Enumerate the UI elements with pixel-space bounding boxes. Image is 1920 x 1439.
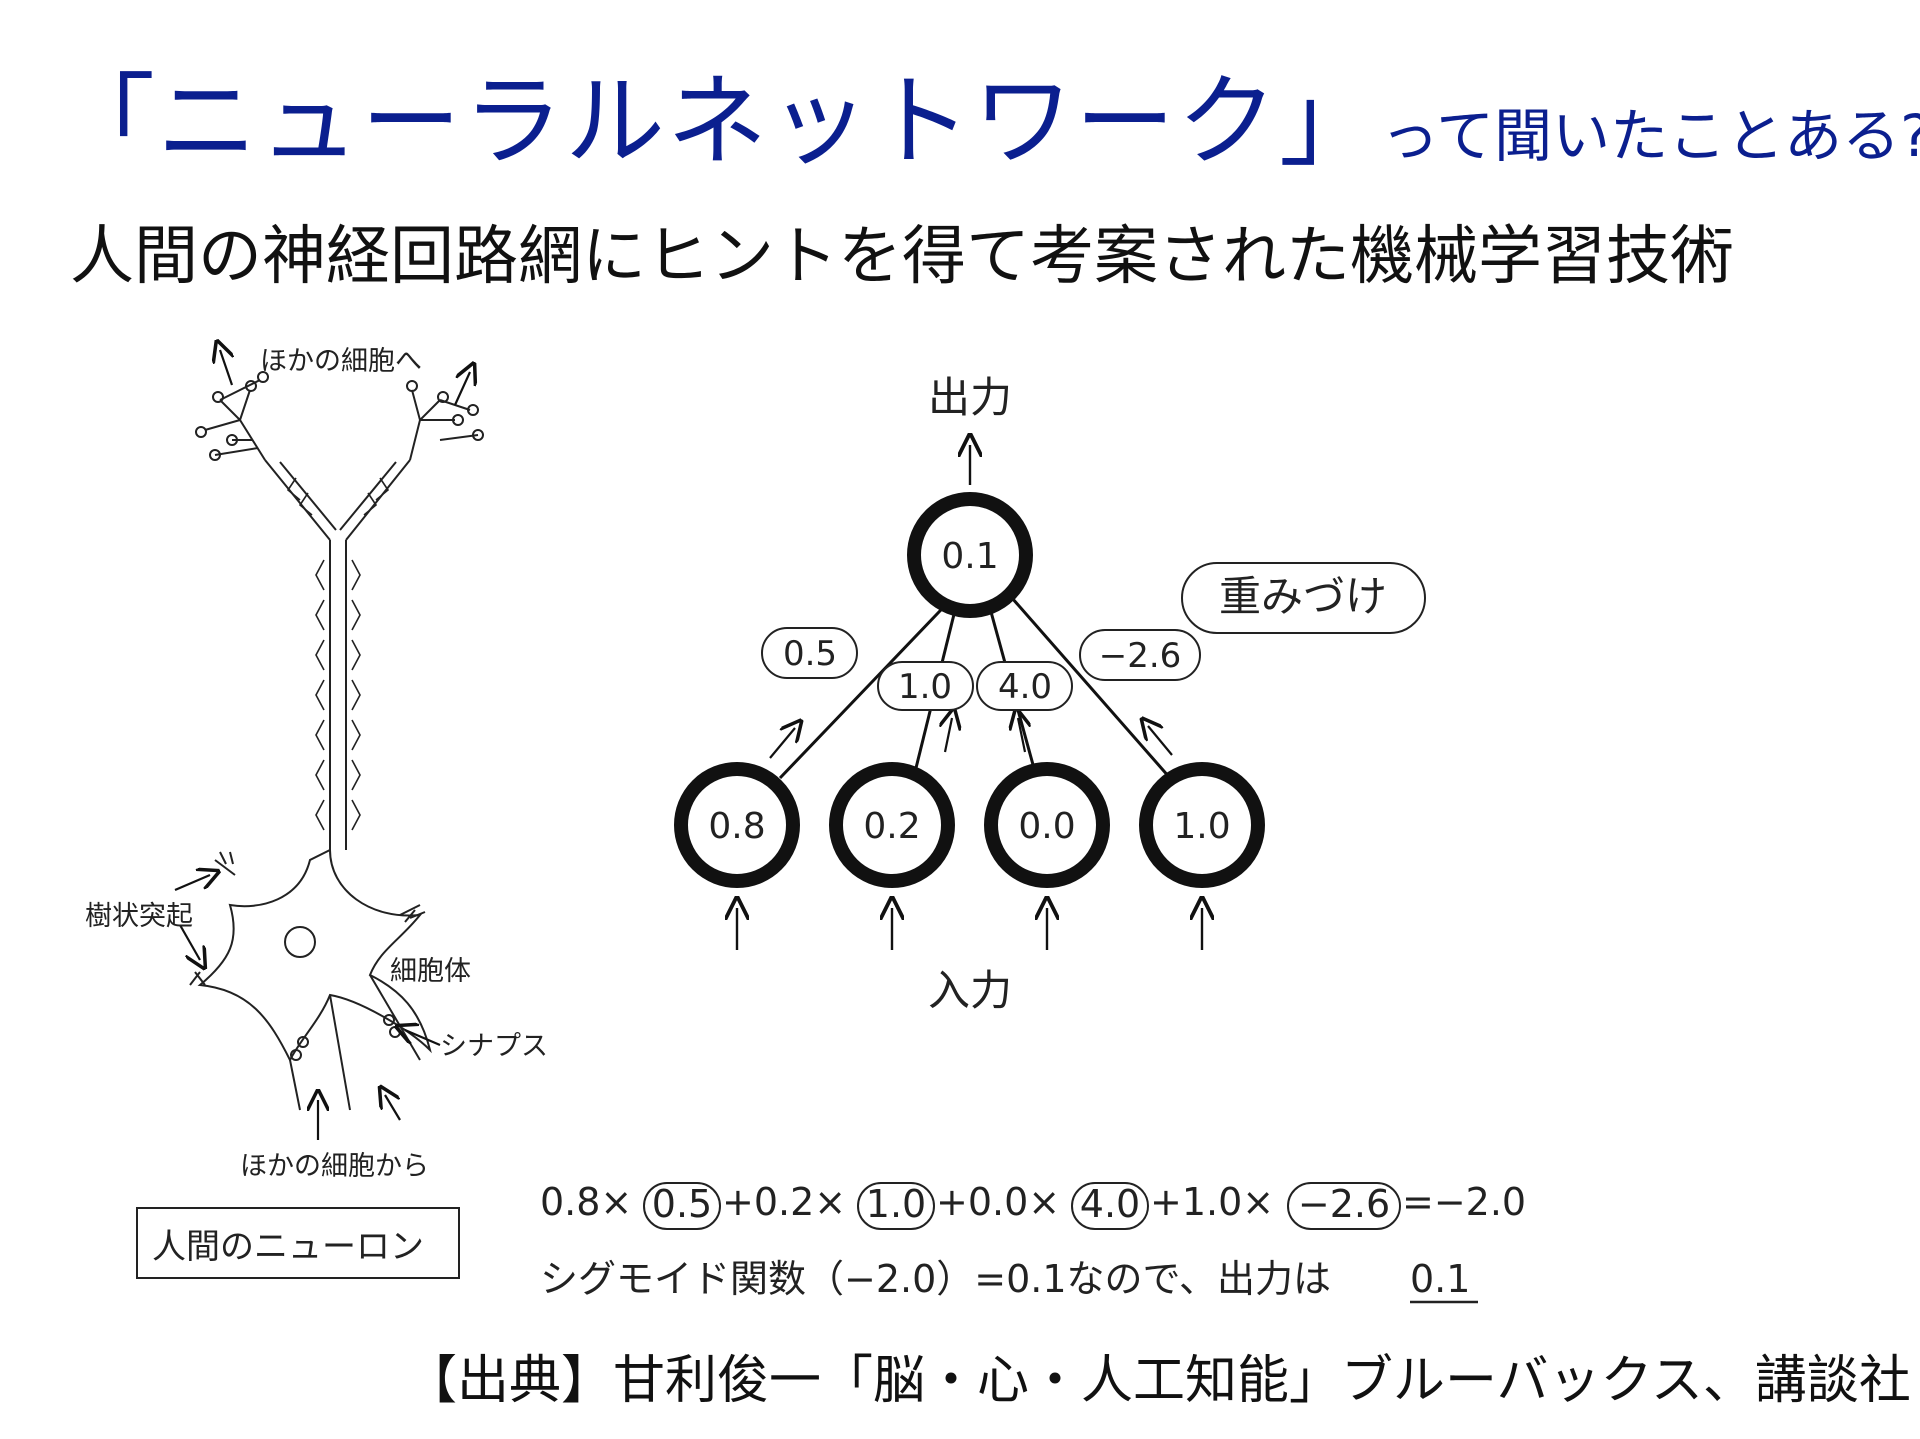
formula-weight-pill-2 — [857, 1182, 935, 1230]
formula-weight-2: 1.0 — [866, 1182, 926, 1226]
arrow-up-left — [220, 350, 232, 386]
arrow-dendrite-1 — [174, 875, 210, 892]
neuron-caption-box — [136, 1207, 460, 1279]
weight-value-3: 4.0 — [998, 667, 1052, 707]
formula-weight-4: −2.6 — [1298, 1182, 1390, 1226]
weights-label-pill — [1181, 562, 1426, 634]
weight-pill-4 — [1079, 629, 1201, 681]
input-value-1: 0.8 — [708, 806, 765, 847]
input-label: 入力 — [928, 966, 1012, 1015]
flow-arrow-1 — [769, 728, 795, 759]
neuron-arrows — [174, 350, 470, 1140]
weight-value-2: 1.0 — [898, 667, 952, 707]
myelin-sheath — [315, 559, 361, 831]
input-value-2: 0.2 — [863, 806, 920, 847]
neuron-labels: ほかの細胞へ 樹状突起 細胞体 シナプス ほかの細胞から — [85, 346, 548, 1182]
label-cell-body: 細胞体 — [390, 956, 471, 987]
weight-pills — [761, 562, 1426, 711]
page-title: 「ニューラルネットワーク」って聞いたことある? — [55, 40, 1920, 185]
weight-value-4: −2.6 — [1099, 636, 1182, 676]
neuron-illustration — [189, 371, 484, 1111]
title-suffix: って聞いたことある? — [1381, 102, 1920, 170]
formula-line-2: シグモイド関数（−2.0）=0.1なので、出力は 0.1 — [540, 1257, 1478, 1304]
weight-values: 0.5 1.0 4.0 −2.6 — [783, 634, 1181, 707]
network-connections — [778, 588, 1172, 780]
label-dendrite: 樹状突起 — [85, 901, 193, 932]
input-node-3 — [984, 762, 1110, 888]
flow-arrow-4 — [1148, 726, 1173, 756]
flow-arrow-3 — [1018, 718, 1025, 753]
formula-term-3: +0.0× — [936, 1180, 1060, 1224]
formula-term-2: +0.2× — [722, 1180, 846, 1224]
formula-sigmoid-text: シグモイド関数（−2.0）=0.1なので、出力は — [540, 1257, 1331, 1301]
input-value-3: 0.0 — [1018, 806, 1075, 847]
input-node-2 — [829, 762, 955, 888]
flow-arrows — [769, 718, 1173, 759]
label-from-other-cells: ほかの細胞から — [240, 1151, 429, 1182]
arrow-from-cells-2 — [385, 1095, 401, 1121]
label-to-other-cells: ほかの細胞へ — [260, 346, 422, 377]
title-main: 「ニューラルネットワーク」 — [55, 63, 1381, 180]
input-nodes — [674, 762, 1265, 888]
formula-weight-pill-3 — [1071, 1182, 1149, 1230]
formula-weight-1: 0.5 — [652, 1182, 712, 1226]
formula-line-1: 0.8× 0.5 +0.2× 1.0 +0.0× 4.0 +1.0× −2.6 … — [540, 1180, 1526, 1230]
formula-weight-pill-1 — [643, 1182, 721, 1230]
input-arrows — [737, 908, 1202, 950]
output-label: 出力 — [928, 373, 1012, 422]
output-node — [907, 492, 1033, 618]
connection-1 — [778, 588, 962, 780]
page-subtitle: 人間の神経回路網にヒントを得て考案された機械学習技術 — [70, 220, 1734, 294]
weight-pill-3 — [976, 661, 1073, 711]
weight-pill-1 — [761, 627, 858, 679]
formula-weight-3: 4.0 — [1080, 1182, 1140, 1226]
label-synapse: シナプス — [440, 1031, 548, 1062]
weights-label: 重みづけ — [1219, 572, 1387, 621]
input-value-4: 1.0 — [1173, 806, 1230, 847]
neuron-caption: 人間のニューロン — [152, 1227, 424, 1267]
arrow-dendrite-2 — [179, 924, 200, 960]
connection-4 — [1003, 589, 1172, 779]
weight-pill-2 — [877, 661, 974, 711]
flow-arrow-2 — [945, 718, 952, 753]
input-node-values: 0.8 0.2 0.0 1.0 — [708, 806, 1230, 847]
formula-output-value: 0.1 — [1410, 1257, 1470, 1301]
input-node-4 — [1139, 762, 1265, 888]
arrow-synapse — [405, 1030, 441, 1047]
formula-result: =−2.0 — [1402, 1180, 1526, 1224]
formula-term-4: +1.0× — [1150, 1180, 1274, 1224]
arrow-up-right — [453, 372, 470, 406]
weight-value-1: 0.5 — [783, 634, 837, 674]
input-node-1 — [674, 762, 800, 888]
source-citation: 【出典】甘利俊一「脳・心・人工知能」ブルーバックス、講談社 — [405, 1351, 1911, 1411]
formula-weight-pill-4 — [1287, 1182, 1401, 1230]
output-node-value: 0.1 — [941, 536, 998, 577]
formula-term-1: 0.8× — [540, 1180, 632, 1224]
